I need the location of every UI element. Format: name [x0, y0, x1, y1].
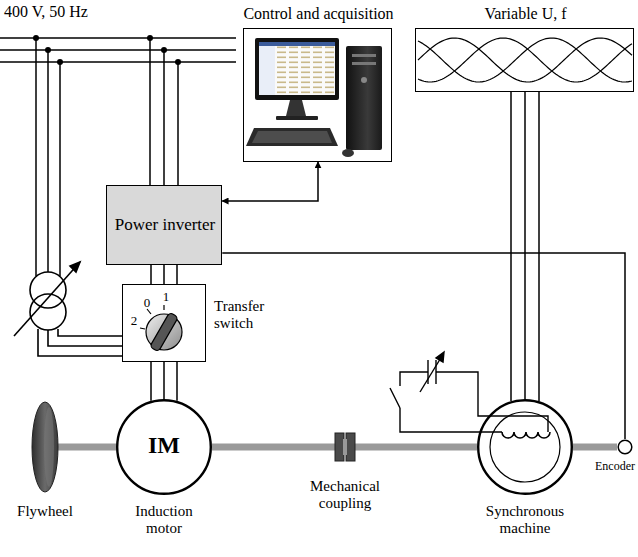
- supply-grid: [0, 38, 236, 276]
- synchronous-machine: Synchronous machine: [477, 399, 573, 495]
- switch-knob: [163, 305, 164, 310]
- wire-connector: [163, 362, 165, 399]
- junction-dot: [33, 35, 39, 41]
- part-label: Mechanical coupling: [295, 478, 395, 513]
- field-circuit: [420, 356, 442, 392]
- junction-dot: [57, 59, 63, 65]
- caption-label: Encoder: [555, 460, 635, 474]
- junction-dot: [175, 59, 181, 65]
- switch-knob: [140, 328, 145, 329]
- flywheel: [32, 402, 118, 492]
- synchronous-machine-outline: [477, 399, 573, 495]
- computer-illustration: [259, 42, 335, 95]
- node-label: IM: [122, 432, 206, 460]
- variable-transformer: [14, 262, 80, 336]
- circle-outline: [117, 400, 211, 494]
- caption-label: Transfer switch: [214, 298, 278, 333]
- caption-label: 2: [128, 314, 140, 329]
- switch-knob: [150, 312, 179, 352]
- switch-knob: [140, 305, 182, 352]
- phase-wire: [150, 265, 152, 284]
- sine-wave: [418, 38, 632, 82]
- shaft-line: [573, 444, 617, 451]
- part-label: Flywheel: [5, 503, 85, 520]
- junction-dot: [33, 35, 181, 65]
- computer-illustration: [276, 116, 318, 120]
- supply-grid: [35, 38, 37, 276]
- wire-connector: [222, 162, 318, 201]
- computer-illustration: [255, 38, 339, 100]
- flywheel: [50, 444, 118, 451]
- computer-illustration: [246, 128, 338, 146]
- computer-illustration: [352, 62, 376, 65]
- encoder-outline: [617, 439, 633, 455]
- mechanical-coupling: [343, 439, 347, 455]
- field-circuit: [436, 352, 444, 362]
- computer-illustration: [346, 46, 382, 150]
- supply-grid: [163, 50, 165, 185]
- computer-illustration: [259, 46, 275, 95]
- sine-wave: [418, 38, 632, 82]
- phase-wire: [510, 92, 512, 401]
- phase-wire: [176, 362, 178, 401]
- field-circuit: [436, 372, 548, 432]
- encoder: Encoder: [617, 439, 633, 455]
- supply-grid: [177, 62, 179, 185]
- computer-illustration: [259, 42, 335, 46]
- supply-grid: [59, 62, 61, 276]
- sine-waves: [418, 38, 632, 82]
- supply-label: 400 V, 50 Hz: [4, 3, 144, 21]
- flywheel: [44, 407, 54, 487]
- synchronous-rotor: [490, 412, 560, 482]
- phase-wire: [176, 265, 178, 284]
- flywheel: [32, 402, 58, 492]
- computer-illustration: [352, 54, 376, 57]
- computer-illustration: [361, 77, 367, 83]
- field-coil: [502, 432, 550, 438]
- variable-transformer: [70, 262, 80, 272]
- junction-dot: [161, 47, 167, 53]
- computer-illustration: [246, 38, 382, 157]
- variable-transformer: [38, 329, 122, 356]
- junction-dot: [45, 47, 51, 53]
- computer-illustration: [286, 100, 306, 116]
- induction-motor: IMInduction motor: [116, 399, 212, 495]
- circle-outline: [478, 400, 572, 494]
- caption-label: Synchronous machine: [473, 503, 577, 538]
- waveform-box: Variable U, f: [415, 28, 634, 92]
- phase-wire: [538, 92, 540, 401]
- wire-connector: [222, 253, 625, 439]
- supply-grid: [47, 50, 49, 272]
- mechanical-coupling: [346, 433, 355, 461]
- node-label: Power inverter: [113, 215, 218, 235]
- transfer-switch: 012Transfer switch: [122, 284, 206, 362]
- inverter-box: Power inverter: [106, 185, 223, 265]
- computer-frame: Control and acquisition: [243, 28, 392, 162]
- caption-label: Variable U, f: [416, 5, 635, 23]
- caption-label: Induction motor: [124, 503, 204, 538]
- sine-wave: [418, 38, 632, 82]
- supply-grid: [149, 38, 151, 185]
- wire-connector: [163, 265, 165, 284]
- mechanical-coupling: [335, 433, 355, 461]
- wire-connector: [524, 92, 526, 399]
- caption-label: 0: [141, 296, 153, 311]
- phase-wire: [150, 362, 152, 401]
- computer-illustration: [342, 149, 354, 157]
- junction-dot: [147, 35, 153, 41]
- caption-label: 1: [160, 290, 172, 305]
- field-circuit: [390, 388, 400, 408]
- computer-illustration: [252, 131, 332, 143]
- variable-transformer: [14, 262, 122, 356]
- circle-outline: [618, 440, 632, 454]
- field-circuit: [400, 372, 428, 386]
- mechanical-coupling: [335, 433, 344, 461]
- synchronous-rotor: [490, 412, 560, 482]
- variable-transformer: [30, 272, 66, 308]
- caption-label: Control and acquisition: [204, 5, 433, 23]
